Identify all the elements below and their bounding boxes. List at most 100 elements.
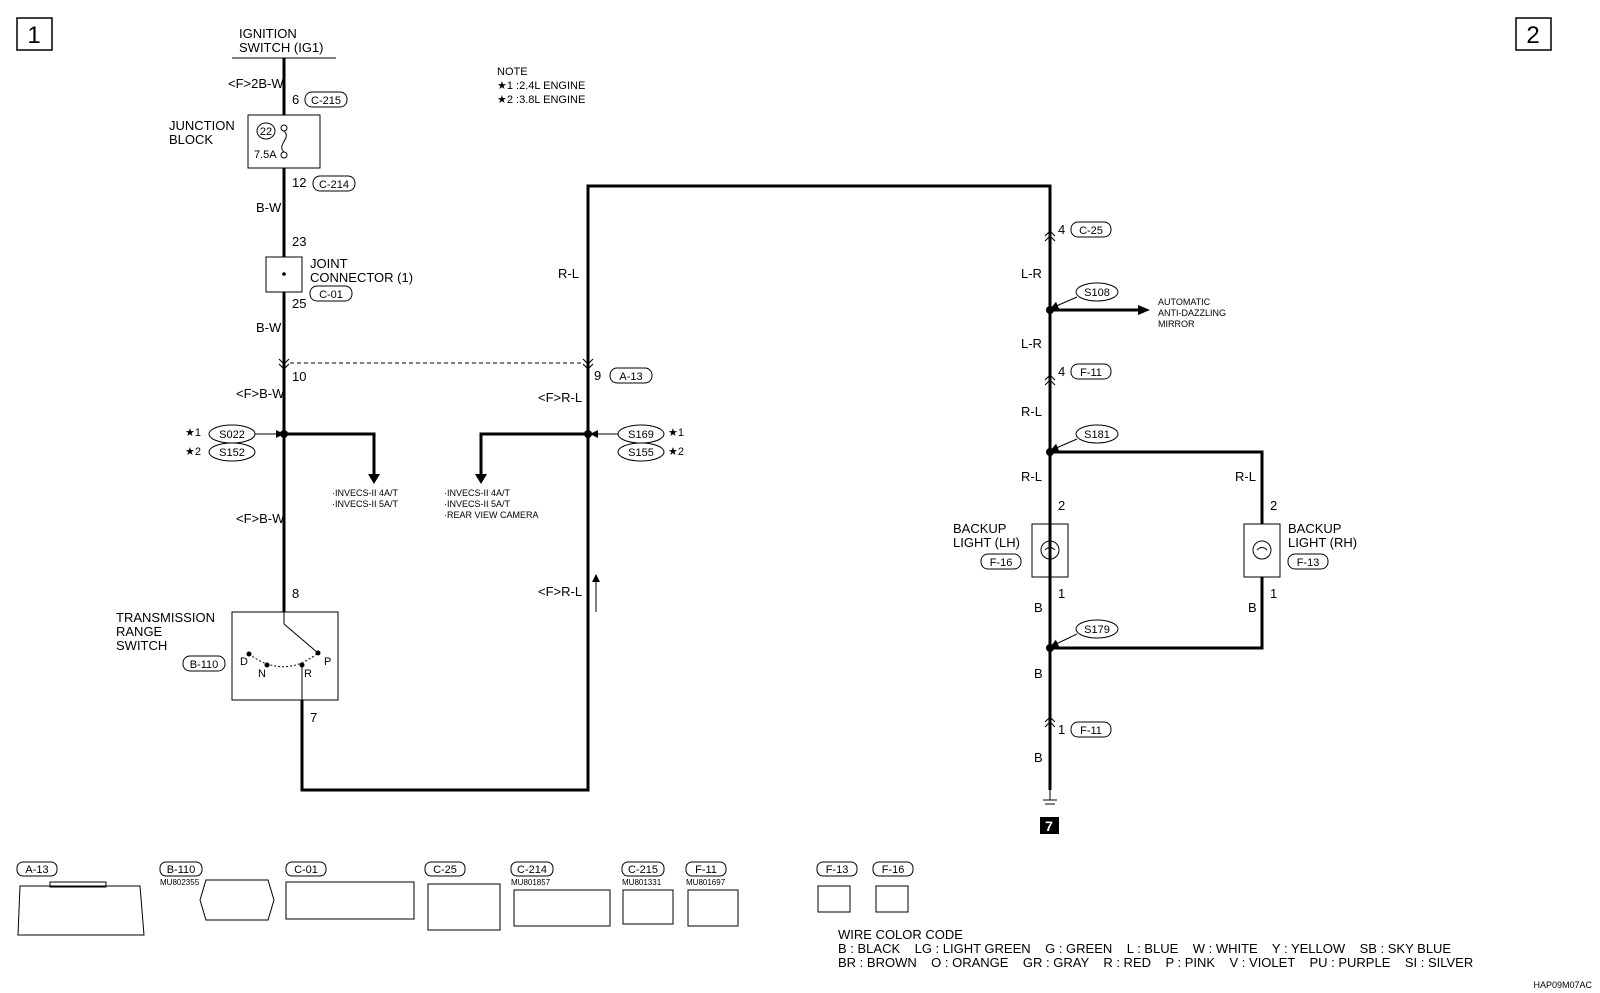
wire-rl-3: R-L bbox=[1021, 469, 1042, 484]
svg-text:S179: S179 bbox=[1084, 624, 1110, 636]
splice-s179: S179 bbox=[1050, 619, 1119, 647]
pin-8: 8 bbox=[292, 586, 299, 601]
svg-text:F-16: F-16 bbox=[882, 864, 905, 876]
connector-view-f11: F-11 MU801697 bbox=[685, 861, 739, 927]
connector-view-f13: F-13 bbox=[816, 861, 858, 913]
connector-view-f16: F-16 bbox=[872, 861, 914, 913]
pin-25: 25 bbox=[292, 296, 306, 311]
svg-text:A-13: A-13 bbox=[25, 864, 48, 876]
svg-text:·INVECS-II 4A/T: ·INVECS-II 4A/T bbox=[332, 488, 399, 498]
svg-text:MIRROR: MIRROR bbox=[1158, 319, 1195, 329]
diagram-code: HAP09M07AC bbox=[1533, 980, 1592, 990]
svg-text:F-11: F-11 bbox=[695, 864, 717, 876]
engine-note: NOTE ★1 :2.4L ENGINE ★2 :3.8L ENGINE bbox=[497, 66, 585, 106]
ground-icon bbox=[1043, 790, 1057, 805]
svg-text:BLOCK: BLOCK bbox=[169, 132, 213, 147]
splice-s169: S169 ★1 bbox=[590, 424, 684, 444]
wire-rl-1: R-L bbox=[558, 266, 579, 281]
pin-1-f11: 1 bbox=[1058, 722, 1065, 737]
svg-text:TRANSMISSION: TRANSMISSION bbox=[116, 610, 215, 625]
page-marker-1: 1 bbox=[16, 17, 53, 51]
wire-b-4: B bbox=[1034, 750, 1043, 765]
svg-text:SWITCH (IG1): SWITCH (IG1) bbox=[239, 40, 324, 55]
arrow-right-icon bbox=[1138, 305, 1150, 315]
svg-text:CONNECTOR (1): CONNECTOR (1) bbox=[310, 270, 413, 285]
svg-text:7: 7 bbox=[1045, 818, 1053, 834]
svg-text:F-11: F-11 bbox=[1080, 725, 1102, 737]
svg-text:★2 :3.8L ENGINE: ★2 :3.8L ENGINE bbox=[497, 94, 585, 106]
connector-view-c25: C-25 bbox=[424, 861, 501, 931]
svg-text:AUTOMATIC: AUTOMATIC bbox=[1158, 297, 1211, 307]
svg-text:C-215: C-215 bbox=[628, 864, 658, 876]
wire-rl-4: R-L bbox=[1235, 469, 1256, 484]
svg-text:F-11: F-11 bbox=[1080, 367, 1102, 379]
backup-light-rh: BACKUP LIGHT (RH) F-13 bbox=[1243, 521, 1357, 578]
wire-rl-2: R-L bbox=[1021, 404, 1042, 419]
svg-text:RANGE: RANGE bbox=[116, 624, 163, 639]
splice-s022: ★1 S022 bbox=[185, 424, 284, 444]
wire-frl-1: <F>R-L bbox=[538, 390, 582, 405]
wire-b-2: B bbox=[1248, 600, 1257, 615]
splice-s181: S181 bbox=[1050, 424, 1119, 452]
pin-6: 6 bbox=[292, 92, 299, 107]
page-marker-2: 2 bbox=[1515, 17, 1552, 51]
pin-2-lh: 2 bbox=[1058, 498, 1065, 513]
svg-text:S022: S022 bbox=[219, 429, 245, 441]
svg-text:S181: S181 bbox=[1084, 429, 1110, 441]
joint-connector: JOINT CONNECTOR (1) C-01 bbox=[265, 256, 413, 302]
branch-to-camera bbox=[479, 432, 588, 478]
ground-point-label: 7 bbox=[1040, 817, 1059, 834]
ignition-switch: IGNITION SWITCH (IG1) bbox=[232, 26, 336, 59]
svg-text:D: D bbox=[240, 656, 248, 668]
svg-text:WIRE COLOR CODE: WIRE COLOR CODE bbox=[838, 927, 963, 942]
mirror-label: AUTOMATIC ANTI-DAZZLING MIRROR bbox=[1158, 297, 1226, 329]
svg-text:★2: ★2 bbox=[668, 446, 684, 458]
connector-chevron bbox=[278, 358, 290, 370]
splice-s155: S155 ★2 bbox=[617, 442, 684, 462]
connector-view-b110: B-110 MU802355 bbox=[159, 861, 275, 921]
svg-text:·INVECS-II 4A/T: ·INVECS-II 4A/T bbox=[444, 488, 511, 498]
svg-text:MU802355: MU802355 bbox=[160, 878, 200, 887]
svg-text:★1: ★1 bbox=[668, 427, 684, 439]
pin-7: 7 bbox=[310, 710, 317, 725]
wire-frl-2: <F>R-L bbox=[538, 584, 582, 599]
wire-bw-2: B-W bbox=[256, 320, 282, 335]
svg-text:★1 :2.4L ENGINE: ★1 :2.4L ENGINE bbox=[497, 80, 585, 92]
svg-text:2: 2 bbox=[1526, 22, 1539, 49]
wire-b-1: B bbox=[1034, 600, 1043, 615]
connector-view-c01: C-01 bbox=[285, 861, 415, 920]
svg-text:S155: S155 bbox=[628, 447, 654, 459]
wire-b-3: B bbox=[1034, 666, 1043, 681]
svg-text:IGNITION: IGNITION bbox=[239, 26, 297, 41]
splice-s108: S108 bbox=[1050, 282, 1119, 310]
wire-lr-2: L-R bbox=[1021, 336, 1042, 351]
pin-4-f11: 4 bbox=[1058, 364, 1065, 379]
pin-1-lh: 1 bbox=[1058, 586, 1065, 601]
svg-text:MU801857: MU801857 bbox=[511, 878, 551, 887]
pin-9: 9 bbox=[594, 368, 601, 383]
svg-text:★1: ★1 bbox=[185, 427, 201, 439]
backup-light-lh: BACKUP LIGHT (LH) F-16 bbox=[953, 521, 1069, 578]
connector-view-a13: A-13 bbox=[16, 861, 145, 936]
svg-text:·INVECS-II 5A/T: ·INVECS-II 5A/T bbox=[444, 499, 511, 509]
connector-tag-c25: C-25 bbox=[1070, 221, 1112, 238]
svg-text:JUNCTION: JUNCTION bbox=[169, 118, 235, 133]
reverse-signal-wire bbox=[300, 184, 1052, 792]
svg-text:C-214: C-214 bbox=[517, 864, 547, 876]
wire-fbw-2: <F>B-W bbox=[236, 511, 285, 526]
wire-bw-1: B-W bbox=[256, 200, 282, 215]
wire-fbw-1: <F>B-W bbox=[236, 386, 285, 401]
connector-tag-a13: A-13 bbox=[609, 367, 653, 384]
connector-tag-c214: C-214 bbox=[312, 175, 356, 192]
wire-f2bw: <F>2B-W bbox=[228, 76, 284, 91]
transmission-range-switch: TRANSMISSION RANGE SWITCH B-110 D N R P bbox=[116, 610, 339, 701]
pin-23: 23 bbox=[292, 234, 306, 249]
svg-text:F-13: F-13 bbox=[1297, 557, 1320, 569]
branch-to-invecs bbox=[284, 432, 376, 478]
svg-text:P: P bbox=[324, 656, 331, 668]
svg-text:BACKUP: BACKUP bbox=[1288, 521, 1341, 536]
svg-text:C-25: C-25 bbox=[1079, 225, 1103, 237]
svg-text:R: R bbox=[304, 668, 312, 680]
pin-12: 12 bbox=[292, 175, 306, 190]
